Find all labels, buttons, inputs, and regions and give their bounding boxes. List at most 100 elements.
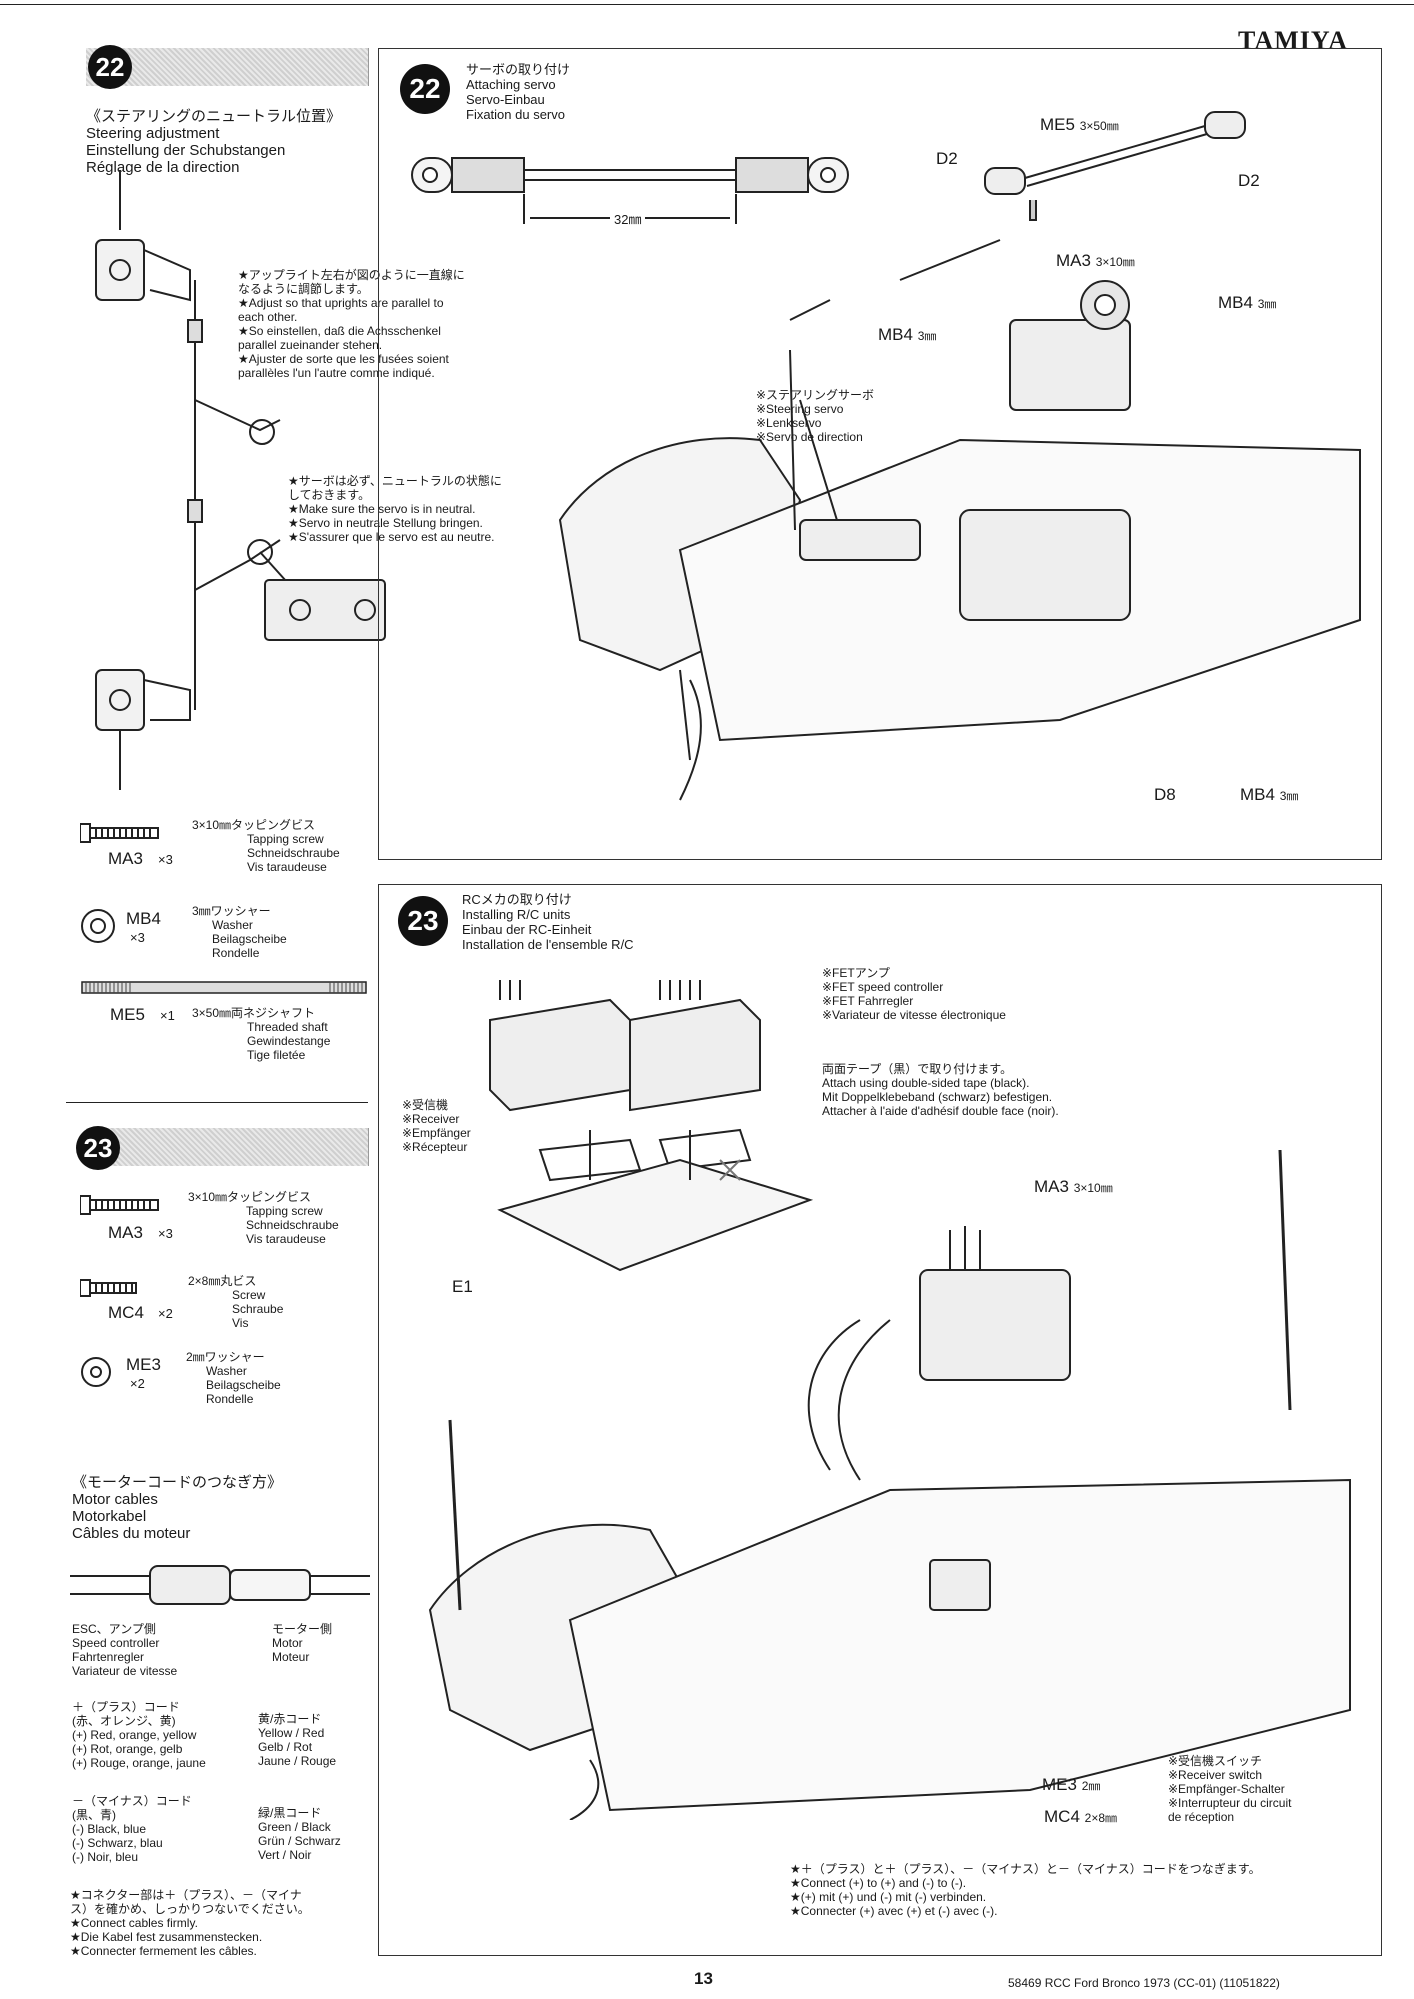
label-code: MB4 (1240, 785, 1275, 804)
minus-code-label: －（マイナス）コード (黒、青) (-) Black, blue (-) Sch… (72, 1794, 192, 1864)
desc-line: 3㎜ワッシャー (192, 904, 271, 918)
label-line: Motor (272, 1636, 303, 1650)
desc-line: Vis taraudeuse (247, 860, 327, 874)
part-desc: 3×10㎜タッピングビス Tapping screw Schneidschrau… (192, 818, 340, 874)
ma3-label-23: MA3 3×10㎜ (1034, 1178, 1113, 1195)
me5-label: ME5 3×50㎜ (1040, 116, 1119, 133)
label-size: 3×10㎜ (1073, 1181, 1113, 1195)
step-22-number: 22 (95, 51, 125, 82)
mb4-label-left: MB4 3㎜ (878, 326, 936, 343)
note-line: ★Die Kabel fest zusammenstecken. (70, 1930, 263, 1944)
label-line: Fahrtenregler (72, 1650, 145, 1664)
screw-icon (80, 823, 159, 843)
desc-line: 3×10㎜タッピングビス (192, 818, 316, 832)
receiver-switch-label: ※受信機スイッチ ※Receiver switch ※Empfänger-Sch… (1168, 1754, 1291, 1824)
desc-line: Screw (232, 1288, 266, 1302)
ma3-label: MA3 3×10㎜ (1056, 252, 1135, 269)
desc-line: 2㎜ワッシャー (186, 1350, 265, 1364)
note-line: ★(+) mit (+) und (-) mit (-) verbinden. (790, 1890, 987, 1904)
title-line: Motorkabel (72, 1508, 147, 1525)
desc-line: Threaded shaft (247, 1020, 328, 1034)
label-line: de réception (1168, 1810, 1235, 1824)
label-size: 3㎜ (1257, 297, 1277, 311)
label-line: (-) Black, blue (72, 1822, 147, 1836)
title-line: Attaching servo (466, 77, 556, 92)
note-line: ★Servo in neutrale Stellung bringen. (288, 516, 483, 530)
part-code: MB4 (126, 909, 161, 928)
note-line: ス）を確かめ、しっかりつないでください。 (70, 1902, 310, 1916)
part-code: ME5 (110, 1005, 145, 1024)
part-desc: 2×8㎜丸ビス Screw Schraube Vis (188, 1274, 283, 1330)
title-ja: 《ステアリングのニュートラル位置》 (86, 108, 342, 125)
label-size: 3×10㎜ (1095, 255, 1135, 269)
part-desc: 2㎜ワッシャー Washer Beilagscheibe Rondelle (186, 1350, 281, 1406)
part-me3: ME3 ×2 2㎜ワッシャー Washer Beilagscheibe Rond… (80, 1350, 370, 1416)
note-line: ★コネクター部は＋（プラス）、－（マイナ (70, 1888, 302, 1902)
me5-shaft-drawing (984, 111, 1246, 195)
label-code: MC4 (1044, 1807, 1080, 1826)
label-line: ※FET Fahrregler (822, 994, 914, 1008)
part-me5: ME5 ×1 3×50㎜両ネジシャフト Threaded shaft Gewin… (80, 980, 370, 1070)
step-23-number: 23 (83, 1132, 113, 1163)
rod-assembly-drawing (411, 157, 849, 224)
label-line: (赤、オレンジ、黄) (72, 1714, 176, 1728)
label-line: 黄/赤コード (258, 1712, 322, 1726)
label-line: ※ステアリングサーボ (756, 388, 875, 402)
part-code: ME3 (126, 1355, 161, 1374)
note-line: ★Ajuster de sorte que les fusées soient (238, 352, 449, 366)
label-line: ※Servo de direction (756, 430, 863, 444)
label-line: (-) Noir, bleu (72, 1850, 139, 1864)
receiver-esc-exploded-drawing (489, 980, 814, 1272)
label-line: Variateur de vitesse (72, 1664, 178, 1678)
label-line: ＋（プラス）コード (72, 1700, 180, 1714)
note-line: each other. (238, 310, 298, 324)
step-22-badge-panel: 22 (400, 64, 450, 114)
label-line: (+) Rot, orange, gelb (72, 1742, 183, 1756)
step-23-panel (378, 884, 1382, 1956)
d2-label-left: D2 (936, 149, 958, 168)
motor-side-label: モーター側 Motor Moteur (272, 1622, 332, 1664)
d8-label: D8 (1154, 785, 1176, 804)
note-line: parallèles l'un l'autre comme indiqué. (238, 366, 435, 380)
rod-length-label: 32㎜ (610, 212, 646, 227)
desc-line: Vis taraudeuse (246, 1232, 326, 1246)
desc-line: Beilagscheibe (206, 1378, 281, 1392)
double-sided-tape-label: 両面テープ（黒）で取り付けます。 Attach using double-sid… (822, 1062, 1059, 1118)
desc-line: Beilagscheibe (212, 932, 287, 946)
label-line: ※Variateur de vitesse électronique (822, 1008, 1006, 1022)
part-code: MC4 (108, 1303, 144, 1322)
label-line: －（マイナス）コード (72, 1794, 192, 1808)
label-line: モーター側 (272, 1622, 333, 1636)
note-line: ★Connecter fermement les câbles. (70, 1944, 257, 1958)
part-qty: ×2 (130, 1376, 145, 1391)
label-line: ※Interrupteur du circuit (1168, 1796, 1292, 1810)
step-22-panel (378, 48, 1382, 860)
label-size: 3㎜ (917, 329, 937, 343)
desc-line: Schraube (232, 1302, 284, 1316)
note-line: ★Make sure the servo is in neutral. (288, 502, 476, 516)
label-line: Moteur (272, 1650, 310, 1664)
note-line: parallel zueinander stehen. (238, 338, 383, 352)
step-23-number: 23 (407, 905, 439, 936)
mc4-label: MC4 2×8㎜ (1044, 1808, 1117, 1825)
desc-line: Tige filetée (247, 1048, 306, 1062)
e1-label: E1 (452, 1277, 473, 1296)
part-qty: ×1 (160, 1008, 175, 1023)
label-code: ME3 (1042, 1775, 1077, 1794)
label-code: MB4 (1218, 293, 1253, 312)
minus-motor-label: 緑/黒コード Green / Black Grün / Schwarz Vert… (258, 1806, 341, 1862)
part-qty: ×3 (158, 1226, 173, 1241)
label-line: Jaune / Rouge (258, 1754, 337, 1768)
label-line: Attach using double-sided tape (black). (822, 1076, 1030, 1090)
desc-line: Tapping screw (246, 1204, 323, 1218)
label-code: MA3 (1056, 251, 1091, 270)
title-de: Einstellung der Schubstangen (86, 142, 286, 159)
note-line: ★S'assurer que le servo est au neutre. (288, 530, 495, 544)
step-22-badge: 22 (88, 45, 132, 89)
fet-controller-label: ※FETアンプ ※FET speed controller ※FET Fahrr… (822, 966, 1006, 1022)
top-rule (0, 4, 1414, 5)
esc-side-label: ESC、アンプ側 Speed controller Fahrtenregler … (72, 1622, 177, 1678)
part-mb4: MB4 ×3 3㎜ワッシャー Washer Beilagscheibe Rond… (80, 904, 370, 970)
note-line: ★Adjust so that uprights are parallel to (238, 296, 444, 310)
divider (66, 1102, 368, 1103)
